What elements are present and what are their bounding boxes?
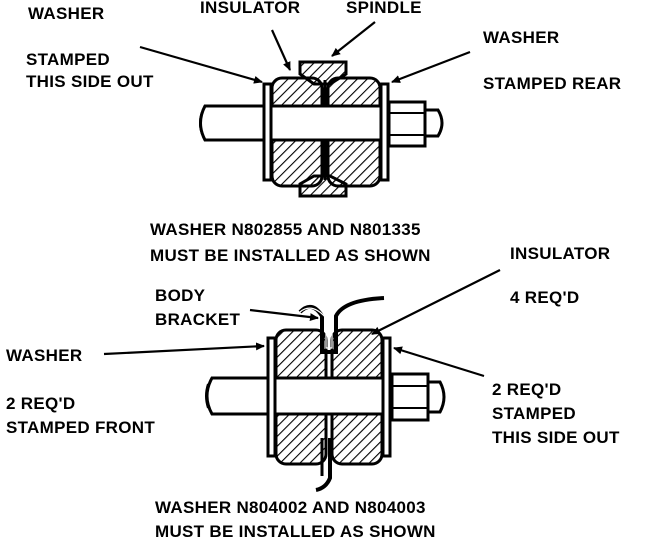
top-nut bbox=[387, 100, 444, 148]
bottom-washer-left-label: WASHER bbox=[6, 346, 83, 365]
body-label: BODY bbox=[155, 286, 206, 305]
bottom-caption-line2: MUST BE INSTALLED AS SHOWN bbox=[155, 522, 436, 541]
bottom-assembly bbox=[103, 269, 501, 492]
body-bracket bbox=[298, 296, 385, 492]
top-shaft bbox=[199, 104, 270, 142]
req-4-label: 4 REQ'D bbox=[510, 288, 580, 307]
top-washer-left-label: WASHER bbox=[28, 4, 105, 23]
top-caption-line2: MUST BE INSTALLED AS SHOWN bbox=[150, 246, 431, 265]
top-caption-line1: WASHER N802855 AND N801335 bbox=[150, 220, 421, 239]
top-bolt bbox=[264, 104, 390, 142]
bottom-insulator-label: INSULATOR bbox=[510, 244, 611, 263]
top-this-side-out-label: THIS SIDE OUT bbox=[26, 72, 154, 91]
bracket-label: BRACKET bbox=[155, 310, 241, 329]
top-spindle bbox=[298, 60, 348, 198]
top-insulator-label: INSULATOR bbox=[200, 0, 301, 17]
req-2-right-label: 2 REQ'D bbox=[492, 380, 562, 399]
req-2-left-label: 2 REQ'D bbox=[6, 394, 76, 413]
bottom-washer-left bbox=[266, 336, 277, 458]
stamped-front-label: STAMPED FRONT bbox=[6, 418, 156, 437]
bottom-nut bbox=[390, 372, 446, 422]
stamped-right-label: STAMPED bbox=[492, 404, 576, 423]
bottom-washer-right bbox=[381, 336, 392, 458]
bottom-caption-line1: WASHER N804002 AND N804003 bbox=[155, 498, 426, 517]
top-spindle-label: SPINDLE bbox=[346, 0, 422, 17]
bottom-shaft bbox=[205, 376, 274, 416]
top-washer-left bbox=[262, 82, 273, 182]
top-stamped-rear-label: STAMPED REAR bbox=[483, 74, 622, 93]
top-assembly bbox=[139, 21, 471, 198]
this-side-out-label: THIS SIDE OUT bbox=[492, 428, 620, 447]
top-washer-right-label: WASHER bbox=[483, 28, 560, 47]
top-washer-right bbox=[379, 82, 390, 182]
bottom-bolt bbox=[268, 376, 394, 416]
top-stamped-label: STAMPED bbox=[26, 50, 110, 69]
